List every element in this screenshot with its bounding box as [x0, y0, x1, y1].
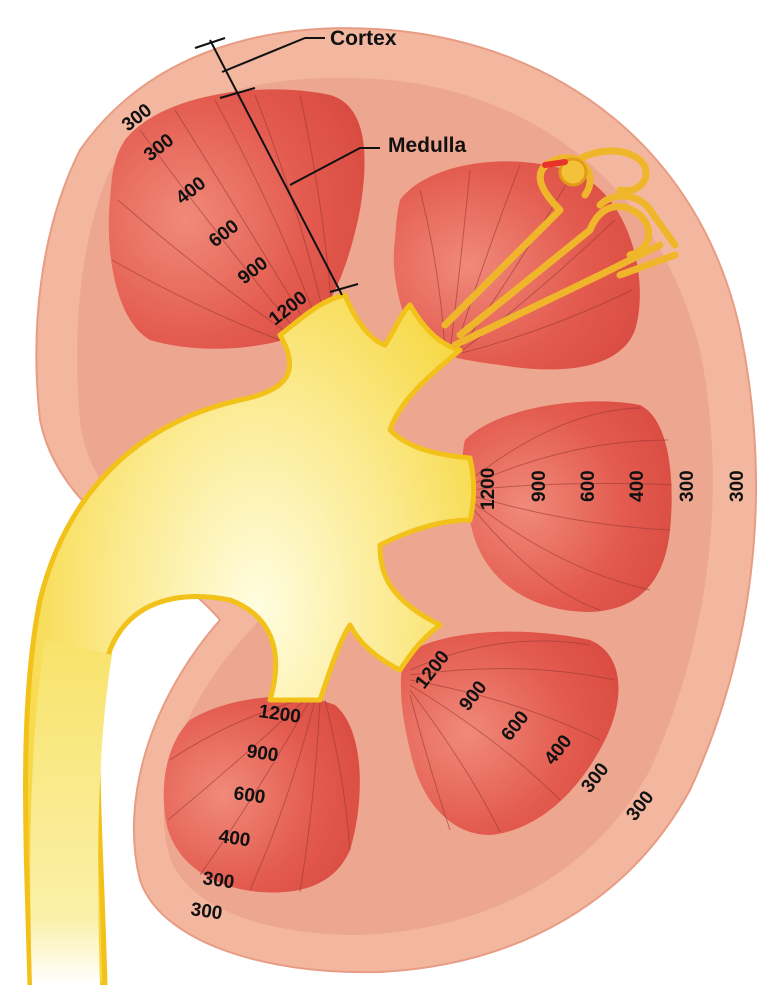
osmolarity-value: 300: [189, 899, 223, 924]
osmolarity-value: 400: [217, 826, 251, 851]
medulla-label: Medulla: [388, 134, 466, 157]
osmolarity-value: 300: [727, 470, 748, 502]
osmolarity-value: 900: [245, 741, 279, 766]
afferent-arteriole: [545, 162, 565, 165]
osmolarity-value: 600: [578, 470, 599, 502]
osmolarity-value: 300: [677, 470, 698, 502]
osmolarity-value: 900: [529, 470, 550, 502]
osmolarity-value: 400: [627, 470, 648, 502]
osmolarity-value: 1200: [478, 468, 499, 510]
cortex-label: Cortex: [330, 27, 397, 50]
osmolarity-value: 600: [232, 783, 266, 808]
osmolarity-value: 300: [201, 868, 235, 893]
